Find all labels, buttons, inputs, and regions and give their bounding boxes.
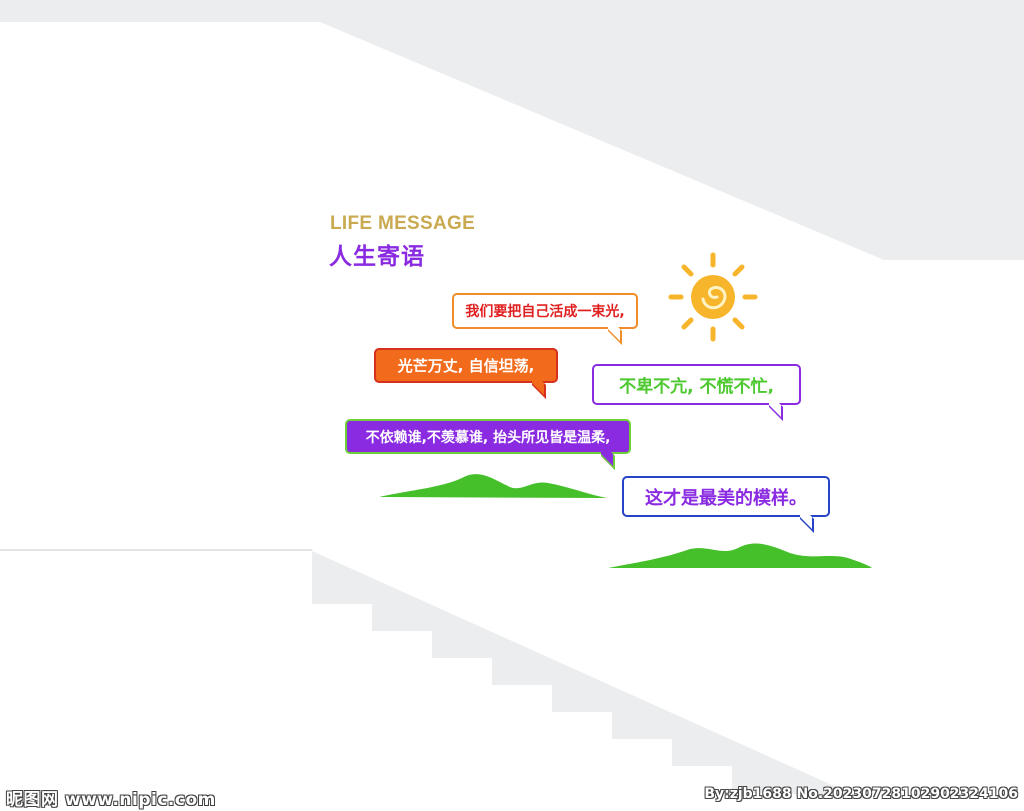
hill-right — [608, 543, 872, 568]
speech-bubble-5: 这才是最美的模样。 — [622, 476, 830, 533]
speech-bubble-4: 不依赖谁,不羡慕谁, 抬头所见皆是温柔, — [345, 419, 631, 470]
speech-bubble-5-text: 这才是最美的模样。 — [645, 487, 807, 509]
speech-bubble-3: 不卑不亢, 不慌不忙, — [592, 364, 801, 421]
heading-life-message-chinese: 人生寄语 — [329, 244, 425, 270]
speech-bubble-2: 光芒万丈, 自信坦荡, — [374, 348, 558, 399]
sun-icon — [668, 252, 758, 342]
stair-steps — [312, 551, 852, 794]
hill-left — [379, 474, 607, 498]
speech-bubble-1: 我们要把自己活成一束光, — [452, 293, 638, 345]
heading-life-message: LIFE MESSAGE — [330, 213, 476, 234]
speech-bubble-1-text: 我们要把自己活成一束光, — [465, 304, 625, 320]
ceiling-slope — [0, 0, 1024, 260]
speech-bubble-4-text: 不依赖谁,不羡慕谁, 抬头所见皆是温柔, — [365, 429, 611, 446]
speech-bubble-2-text: 光芒万丈, 自信坦荡, — [397, 357, 535, 375]
watermark-site: 昵图网 www.nipic.com — [6, 790, 216, 810]
speech-bubble-3-text: 不卑不亢, 不慌不忙, — [619, 377, 774, 397]
watermark-author-id: By:zjb1688 No.20230728102902324106 — [704, 786, 1018, 802]
